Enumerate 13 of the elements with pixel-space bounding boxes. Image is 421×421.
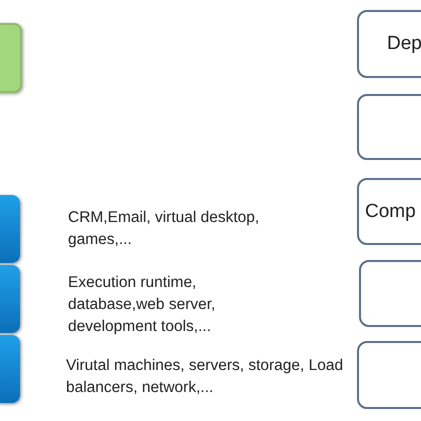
box-label: Dep [387,33,421,55]
layer-box [0,335,20,403]
description-text: Virutal machines, servers, storage, Load balancers, network,... [66,356,344,398]
layer-box [0,265,20,333]
box-label: Comp [365,200,416,222]
rounded-box [357,94,421,160]
stack-box [0,23,22,93]
rounded-box [357,178,421,245]
rounded-box [357,10,421,78]
description-text: Execution runtime, database,web server, development tools,... [68,273,216,337]
rounded-box [357,341,421,409]
layer-box [0,195,20,263]
description-text: CRM,Email, virtual desktop, games,... [68,208,260,250]
